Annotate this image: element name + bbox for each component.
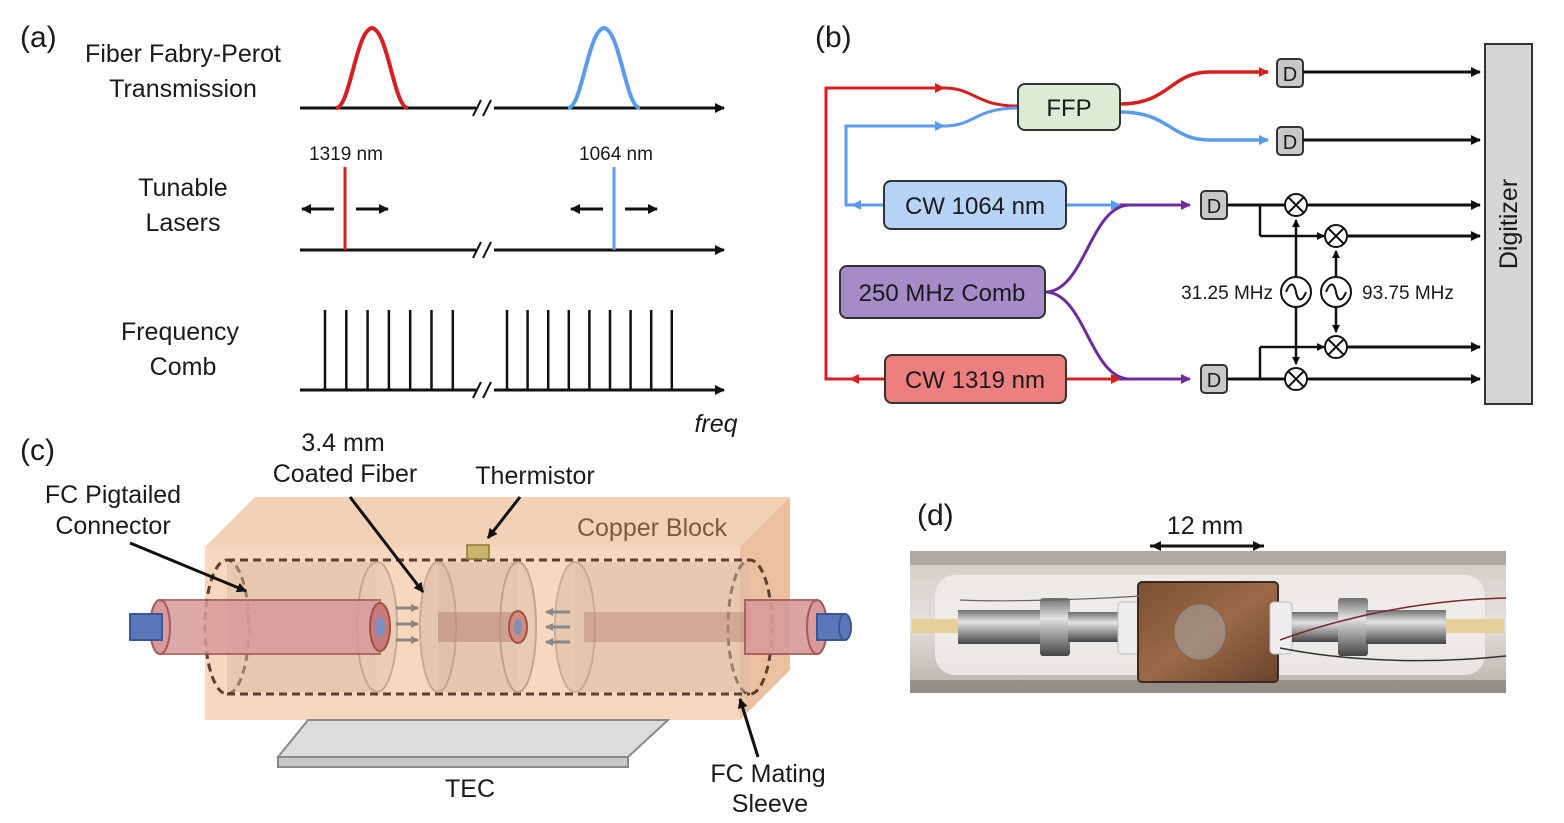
panel-d: (d) 12 mm bbox=[910, 499, 1507, 693]
right-connector bbox=[1366, 610, 1446, 644]
pigtailed-connector-label-line2: Connector bbox=[55, 512, 170, 540]
tec-plate bbox=[275, 719, 671, 768]
light-arrows-left bbox=[545, 608, 570, 646]
panel-c: (c) Copper Block TEC bbox=[20, 429, 852, 818]
tunable-lasers-label-line2: Lasers bbox=[145, 209, 220, 237]
comb-teeth bbox=[323, 310, 674, 390]
panel-b: (b) FFP CW 1064 nm bbox=[815, 21, 1533, 405]
copper-block-label: Copper Block bbox=[577, 514, 728, 542]
laser-axis: 1319 nm 1064 nm bbox=[300, 144, 725, 259]
ffp-axis bbox=[300, 25, 725, 117]
light-arrows-right bbox=[396, 604, 419, 644]
thermistor-label: Thermistor bbox=[475, 462, 594, 490]
ffp-box-label: FFP bbox=[1046, 95, 1091, 122]
left-fiber-core bbox=[129, 613, 163, 641]
oscillator-93-icon bbox=[1320, 276, 1352, 308]
ffp-blue-peak bbox=[567, 25, 641, 110]
panel-b-label: (b) bbox=[815, 21, 852, 54]
mating-sleeve-label-line2: Sleeve bbox=[732, 790, 808, 818]
coated-fiber-label-line2: Coated Fiber bbox=[273, 460, 418, 488]
svg-text:D: D bbox=[1207, 370, 1221, 392]
panel-d-label: (d) bbox=[917, 499, 954, 532]
cw1064-box-label: CW 1064 nm bbox=[905, 193, 1045, 220]
cw1319-box: CW 1319 nm bbox=[884, 354, 1067, 404]
device-photo bbox=[910, 551, 1507, 693]
svg-text:D: D bbox=[1283, 132, 1297, 154]
ffp-box: FFP bbox=[1017, 83, 1121, 131]
coated-fiber-label-line1: 3.4 mm bbox=[301, 429, 384, 457]
mating-sleeve-label-line1: FC Mating bbox=[710, 760, 825, 788]
pigtailed-connector-label-line1: FC Pigtailed bbox=[45, 481, 181, 509]
svg-text:D: D bbox=[1207, 196, 1221, 218]
svg-text:D: D bbox=[1283, 64, 1297, 86]
comb-box: 250 MHz Comb bbox=[839, 265, 1046, 319]
detector-ffp-red: D bbox=[1276, 58, 1304, 88]
comb-box-label: 250 MHz Comb bbox=[859, 280, 1026, 307]
wavelength-1319-label: 1319 nm bbox=[309, 144, 383, 165]
digitizer-box: Digitizer bbox=[1484, 43, 1533, 405]
ffp-red-peak bbox=[335, 25, 409, 110]
detector-ffp-blue: D bbox=[1276, 126, 1304, 156]
wavelength-1064-label: 1064 nm bbox=[579, 144, 653, 165]
digitizer-label: Digitizer bbox=[1495, 179, 1523, 269]
frequency-comb-label-line2: Comb bbox=[150, 353, 217, 381]
cw1319-box-label: CW 1319 nm bbox=[905, 367, 1045, 394]
lo-31-label: 31.25 MHz bbox=[1181, 283, 1273, 304]
comb-axis: freq bbox=[300, 310, 738, 438]
left-connector-jacket bbox=[159, 599, 381, 655]
frequency-comb-label-line1: Frequency bbox=[121, 318, 240, 346]
left-connector bbox=[958, 610, 1048, 644]
coated-fiber-segment bbox=[419, 561, 537, 693]
detectors: D D D D bbox=[1200, 58, 1304, 394]
thermistor-body bbox=[466, 544, 490, 560]
panel-a-label: (a) bbox=[20, 21, 57, 54]
cw1064-box: CW 1064 nm bbox=[883, 180, 1067, 230]
scale-bar-label: 12 mm bbox=[1167, 512, 1243, 540]
mixers bbox=[1284, 193, 1348, 391]
panel-a: (a) Fiber Fabry-Perot Transmission Tunab… bbox=[20, 21, 738, 438]
mixer-network bbox=[1227, 200, 1481, 384]
panel-c-label: (c) bbox=[20, 434, 55, 467]
ffp-transmission-label-line2: Transmission bbox=[109, 75, 257, 103]
detector-beat-1319: D bbox=[1200, 364, 1228, 394]
red-fiber-loop bbox=[824, 86, 935, 381]
tec-label: TEC bbox=[445, 775, 495, 803]
tunable-lasers-label-line1: Tunable bbox=[138, 174, 227, 202]
mixer-1 bbox=[1284, 193, 1308, 217]
detector-beat-1064: D bbox=[1200, 190, 1228, 220]
right-connector-jacket bbox=[744, 599, 818, 655]
lo-93-label: 93.75 MHz bbox=[1362, 283, 1454, 304]
local-oscillators bbox=[1280, 276, 1352, 308]
left-fiber-jacket bbox=[912, 619, 962, 633]
ffp-transmission-label-line1: Fiber Fabry-Perot bbox=[85, 40, 281, 68]
right-fiber-jacket bbox=[1440, 619, 1504, 633]
mixer-2 bbox=[1324, 224, 1348, 248]
freq-axis-label: freq bbox=[694, 410, 737, 438]
mixer-3 bbox=[1324, 335, 1348, 359]
oscillator-31-icon bbox=[1280, 276, 1312, 308]
mixer-4 bbox=[1284, 367, 1308, 391]
